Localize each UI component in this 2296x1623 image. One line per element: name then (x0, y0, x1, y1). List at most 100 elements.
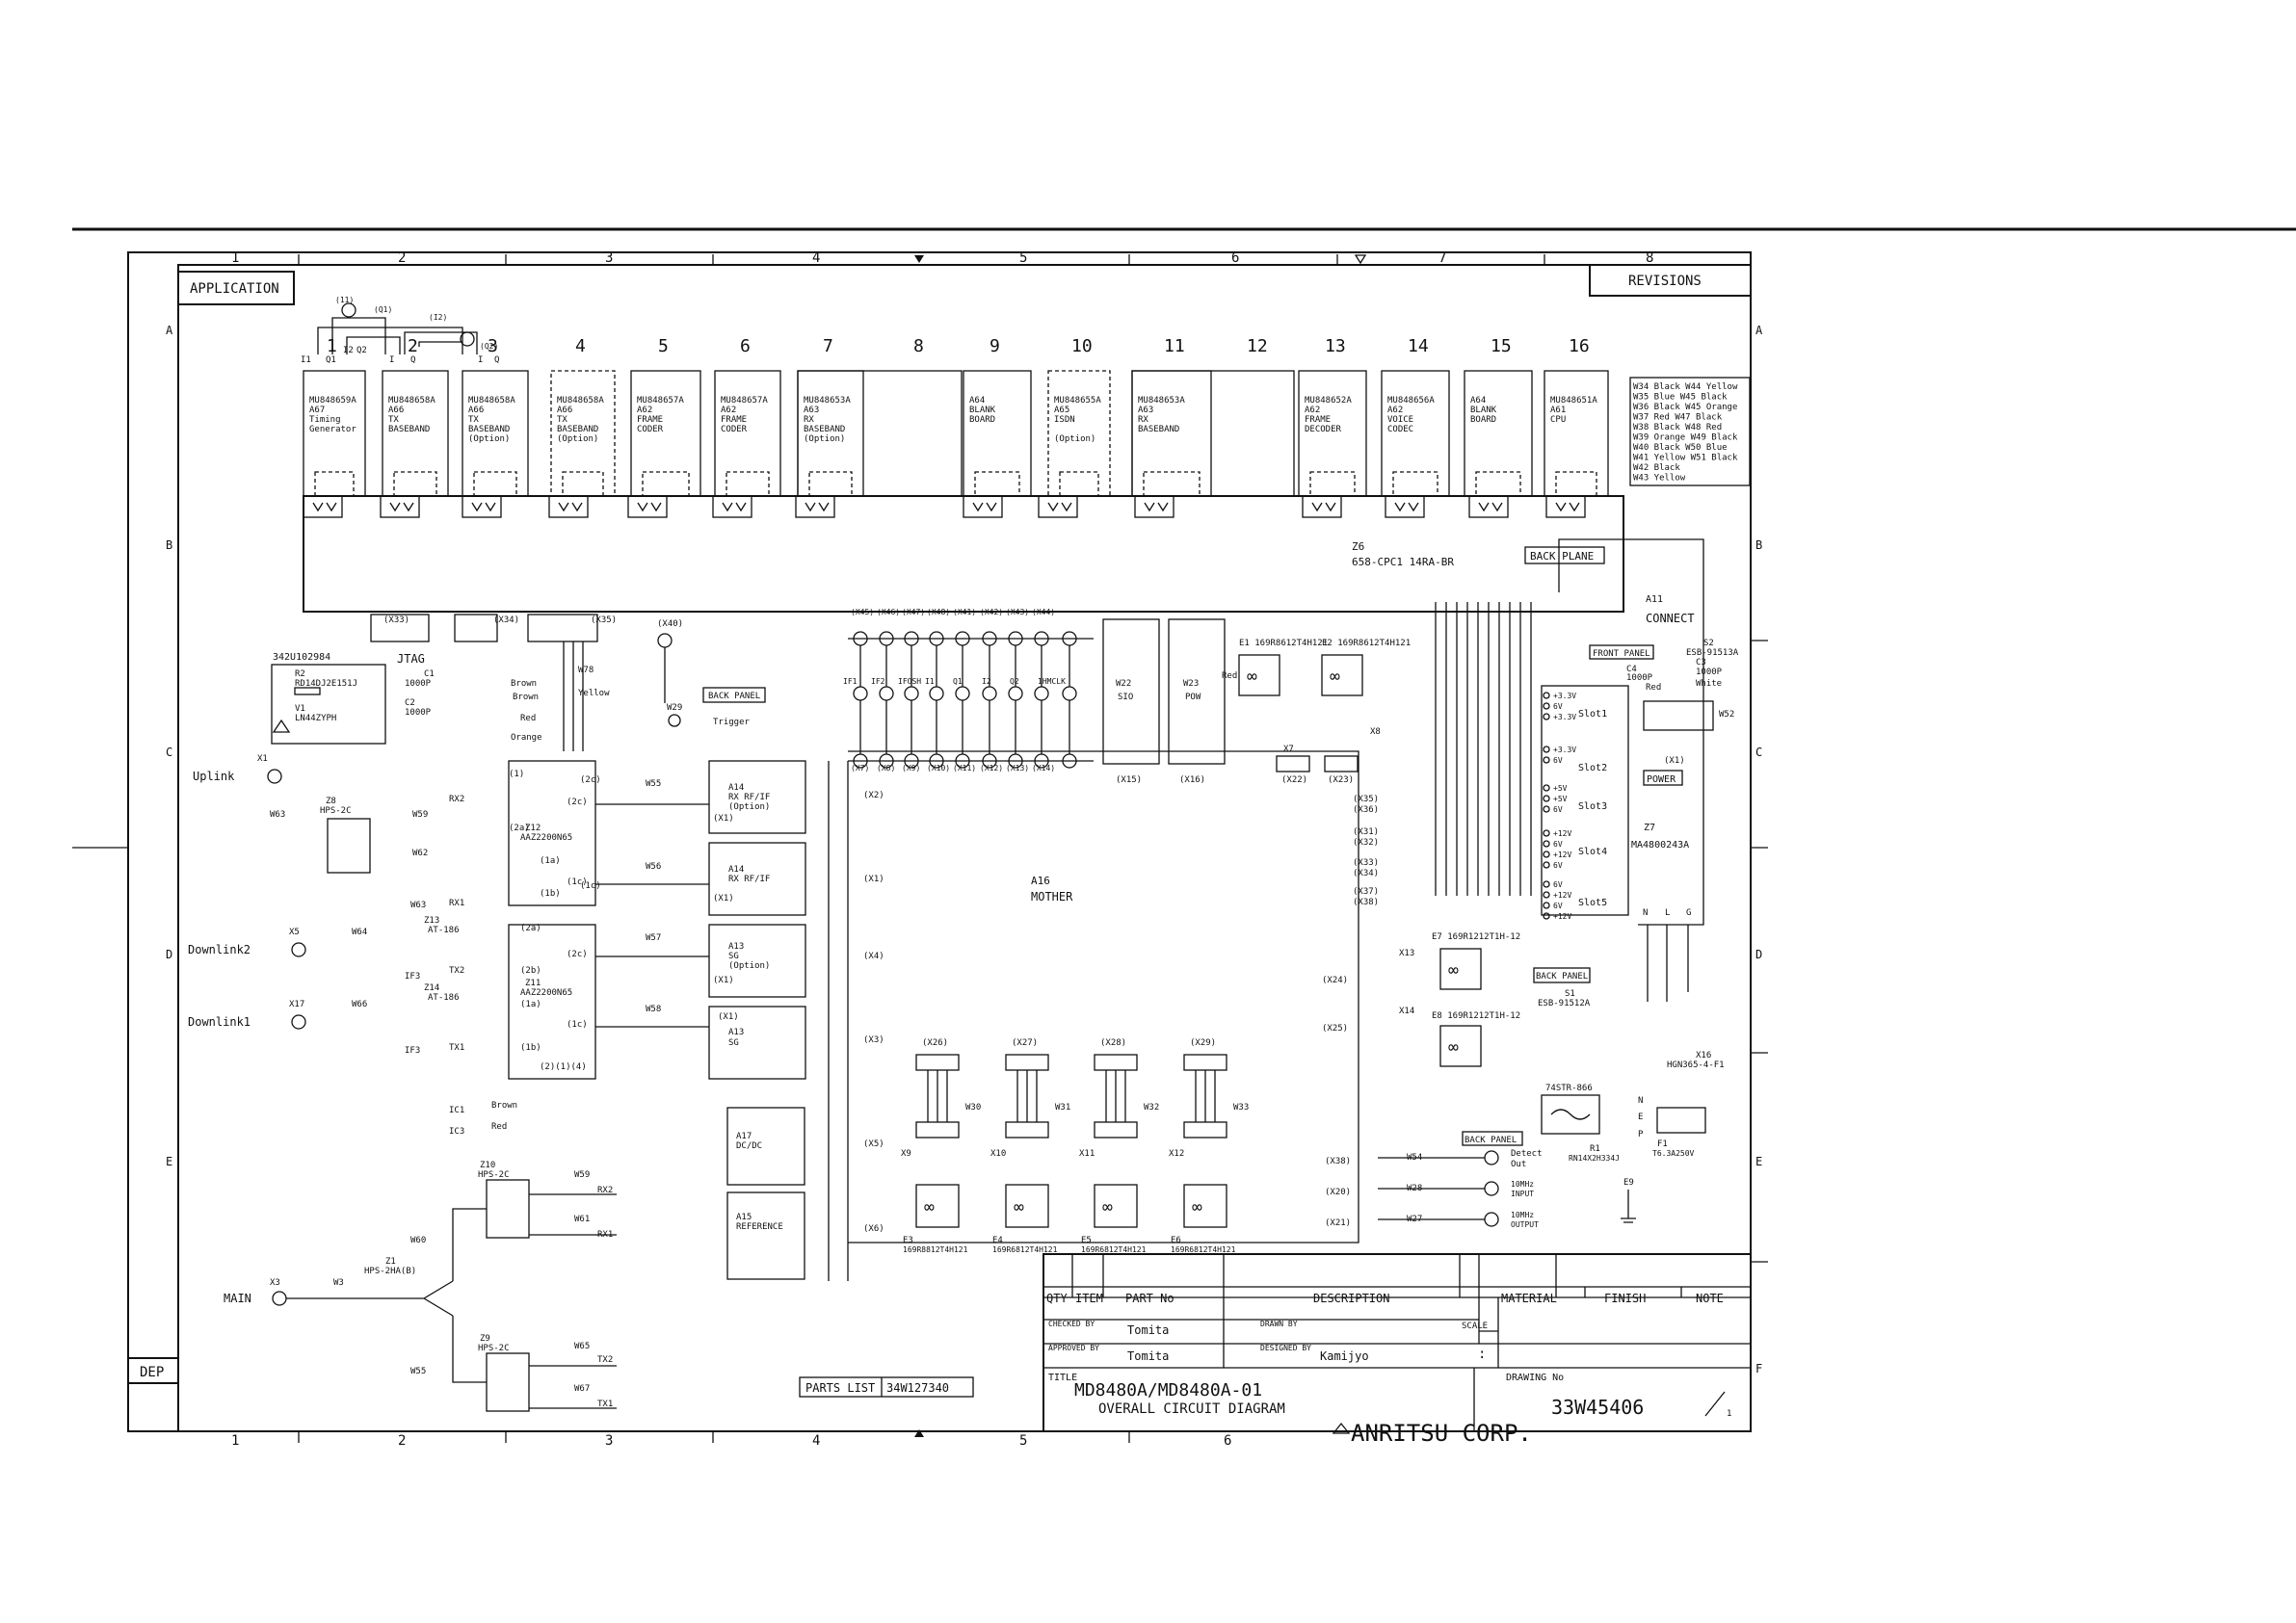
svg-text:(X37): (X37) (1353, 887, 1379, 897)
svg-text:(1b): (1b) (540, 889, 561, 899)
slot-text: A67 (309, 406, 325, 415)
svg-text:MOTHER: MOTHER (1031, 890, 1073, 903)
slot-text: BASEBAND (388, 425, 430, 434)
svg-text:X12: X12 (1169, 1149, 1184, 1159)
slot-text: RX (1138, 415, 1148, 425)
svg-text:(Option): (Option) (728, 802, 770, 812)
slot-text: CODER (637, 425, 664, 434)
svg-text:(X23): (X23) (1328, 775, 1354, 785)
col-5: 5 (1019, 250, 1027, 266)
svg-text:Slot4: Slot4 (1578, 847, 1607, 857)
slot-text: BASEBAND (804, 425, 845, 434)
svg-text:1000P: 1000P (405, 708, 432, 718)
svg-text:(X26): (X26) (922, 1038, 948, 1048)
svg-text:6: 6 (1224, 1433, 1231, 1449)
connector-bottom-label: (X14) (1032, 764, 1055, 772)
svg-text:I2: I2 (343, 346, 354, 355)
svg-text:(1c): (1c) (567, 877, 588, 887)
svg-text:W63: W63 (270, 810, 285, 820)
slot-text: CPU (1550, 415, 1566, 425)
fan-e2: E2 169R8612T4H121 ∞ X7 X8 (X22) (X23) (1276, 639, 1411, 785)
svg-text:HPS-2C: HPS-2C (478, 1170, 510, 1180)
svg-text:1000P: 1000P (405, 679, 432, 689)
svg-text:C: C (1755, 746, 1762, 759)
if-signal-label: I2 (982, 677, 991, 686)
svg-text:POWER: POWER (1647, 774, 1676, 785)
svg-text:Tomita: Tomita (1127, 1349, 1169, 1363)
svg-text:QTY: QTY (1046, 1292, 1068, 1305)
svg-text:(Q1): (Q1) (374, 305, 392, 314)
sio-pow-connectors: W22 SIO W23 POW (X15) (X16) (1102, 618, 1226, 785)
svg-text:ITEM: ITEM (1075, 1292, 1103, 1305)
svg-text:HPS-2C: HPS-2C (320, 806, 352, 816)
svg-text:DESIGNED BY: DESIGNED BY (1260, 1344, 1311, 1352)
col-4: 4 (812, 250, 820, 266)
svg-text:X10: X10 (990, 1149, 1006, 1159)
svg-text:IF3: IF3 (405, 1046, 420, 1056)
svg-text:(X32): (X32) (1353, 838, 1379, 848)
main-label: MAIN (224, 1292, 251, 1305)
svg-text:E2 169R8612T4H121: E2 169R8612T4H121 (1322, 639, 1411, 648)
svg-text:Z7: Z7 (1644, 823, 1655, 833)
svg-text:ESB-91513A: ESB-91513A (1686, 648, 1739, 658)
slot-text: BASEBAND (468, 425, 510, 434)
slot-text: Timing (309, 415, 341, 425)
svg-text:DC/DC: DC/DC (736, 1141, 762, 1151)
svg-text:D: D (1755, 948, 1762, 961)
application-label: APPLICATION (190, 281, 279, 297)
revisions-label: REVISIONS (1628, 274, 1702, 289)
svg-text:Slot2: Slot2 (1578, 763, 1607, 773)
svg-text:RX RF/IF: RX RF/IF (728, 875, 770, 884)
right-connectors: (X35) (X36) (X31) (X32) (X33) (X34) (X37… (1322, 795, 1543, 1229)
svg-text:N: N (1638, 1096, 1643, 1106)
slot-text: (Option) (557, 434, 598, 444)
svg-text:A16: A16 (1031, 875, 1050, 887)
slot-number: 9 (990, 336, 1000, 356)
connector-top-label: (X41) (953, 608, 976, 616)
wire-legend-row: W41 Yellow W51 Black (1633, 454, 1738, 463)
svg-text:+12V: +12V (1553, 829, 1571, 838)
svg-text:P: P (1638, 1130, 1644, 1139)
svg-text:IF3: IF3 (405, 972, 420, 982)
slot-text: FRAME (1305, 415, 1331, 425)
svg-text:1000P: 1000P (1696, 668, 1723, 677)
drawing-subtitle: OVERALL CIRCUIT DIAGRAM (1098, 1401, 1285, 1417)
svg-text:(X35): (X35) (591, 615, 617, 625)
svg-text:Q1: Q1 (326, 355, 336, 365)
svg-text:E7 169R1212T1H-12: E7 169R1212T1H-12 (1432, 932, 1520, 942)
svg-text:∞: ∞ (1247, 667, 1257, 687)
svg-text:DRAWN BY: DRAWN BY (1260, 1320, 1298, 1328)
svg-text:W52: W52 (1719, 710, 1734, 720)
col-3: 3 (605, 250, 613, 266)
svg-text:169R6812T4H121: 169R6812T4H121 (992, 1245, 1058, 1254)
svg-text:∞: ∞ (1102, 1197, 1113, 1217)
slot-text: A66 (388, 406, 404, 415)
svg-text::: : (1478, 1347, 1486, 1362)
svg-text:Slot3: Slot3 (1578, 801, 1607, 812)
backplane-slot-connector (712, 495, 752, 518)
svg-text:Red: Red (1646, 683, 1661, 693)
svg-text:A13: A13 (728, 942, 744, 952)
svg-text:W60: W60 (410, 1236, 426, 1245)
svg-text:W55: W55 (410, 1367, 426, 1376)
company-name: ANRITSU CORP. (1351, 1420, 1532, 1447)
slot-number: 16 (1569, 336, 1590, 356)
slot-text: A65 (1054, 406, 1069, 415)
svg-text:A: A (1755, 324, 1763, 337)
svg-text:Brown: Brown (513, 693, 539, 702)
svg-text:6V: 6V (1553, 702, 1563, 711)
svg-text:V1: V1 (295, 704, 305, 714)
svg-text:(1c): (1c) (580, 881, 601, 891)
slot-text: MU848651A (1550, 396, 1597, 406)
backplane-slot-connector (548, 495, 589, 518)
svg-text:W62: W62 (412, 849, 428, 858)
if-signal-label: IF2 (871, 677, 885, 686)
svg-text:Z1: Z1 (385, 1257, 396, 1267)
svg-text:+5V: +5V (1553, 784, 1568, 793)
svg-text:W22: W22 (1116, 679, 1131, 689)
